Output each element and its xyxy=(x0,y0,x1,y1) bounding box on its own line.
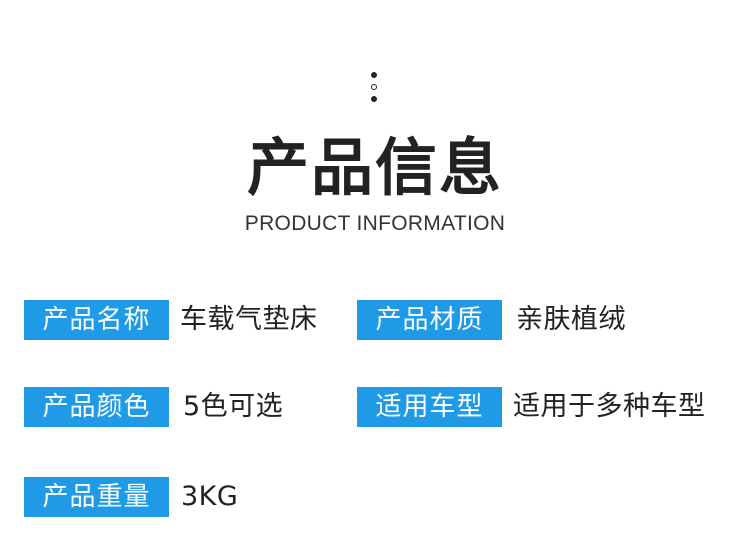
spec-label-product-name: 产品名称 xyxy=(24,300,169,340)
page-title: 产品信息 xyxy=(246,131,503,204)
spec-label-vehicle-fit: 适用车型 xyxy=(357,387,502,427)
spec-label-color: 产品颜色 xyxy=(24,387,169,427)
spec-label-material: 产品材质 xyxy=(357,300,502,340)
spec-value-product-name: 车载气垫床 xyxy=(180,304,318,335)
spec-value-vehicle-fit: 适用于多种车型 xyxy=(513,391,706,422)
spec-value-material: 亲肤植绒 xyxy=(516,304,626,335)
spec-value-weight: 3KG xyxy=(181,481,239,512)
spec-label-weight: 产品重量 xyxy=(24,477,169,517)
page-subtitle: PRODUCT INFORMATION xyxy=(244,212,506,235)
decorative-dots xyxy=(369,70,379,104)
spec-value-color: 5色可选 xyxy=(183,391,284,422)
hollow-dot-icon xyxy=(371,84,377,90)
dot-icon xyxy=(371,72,377,78)
dot-icon xyxy=(371,96,377,102)
